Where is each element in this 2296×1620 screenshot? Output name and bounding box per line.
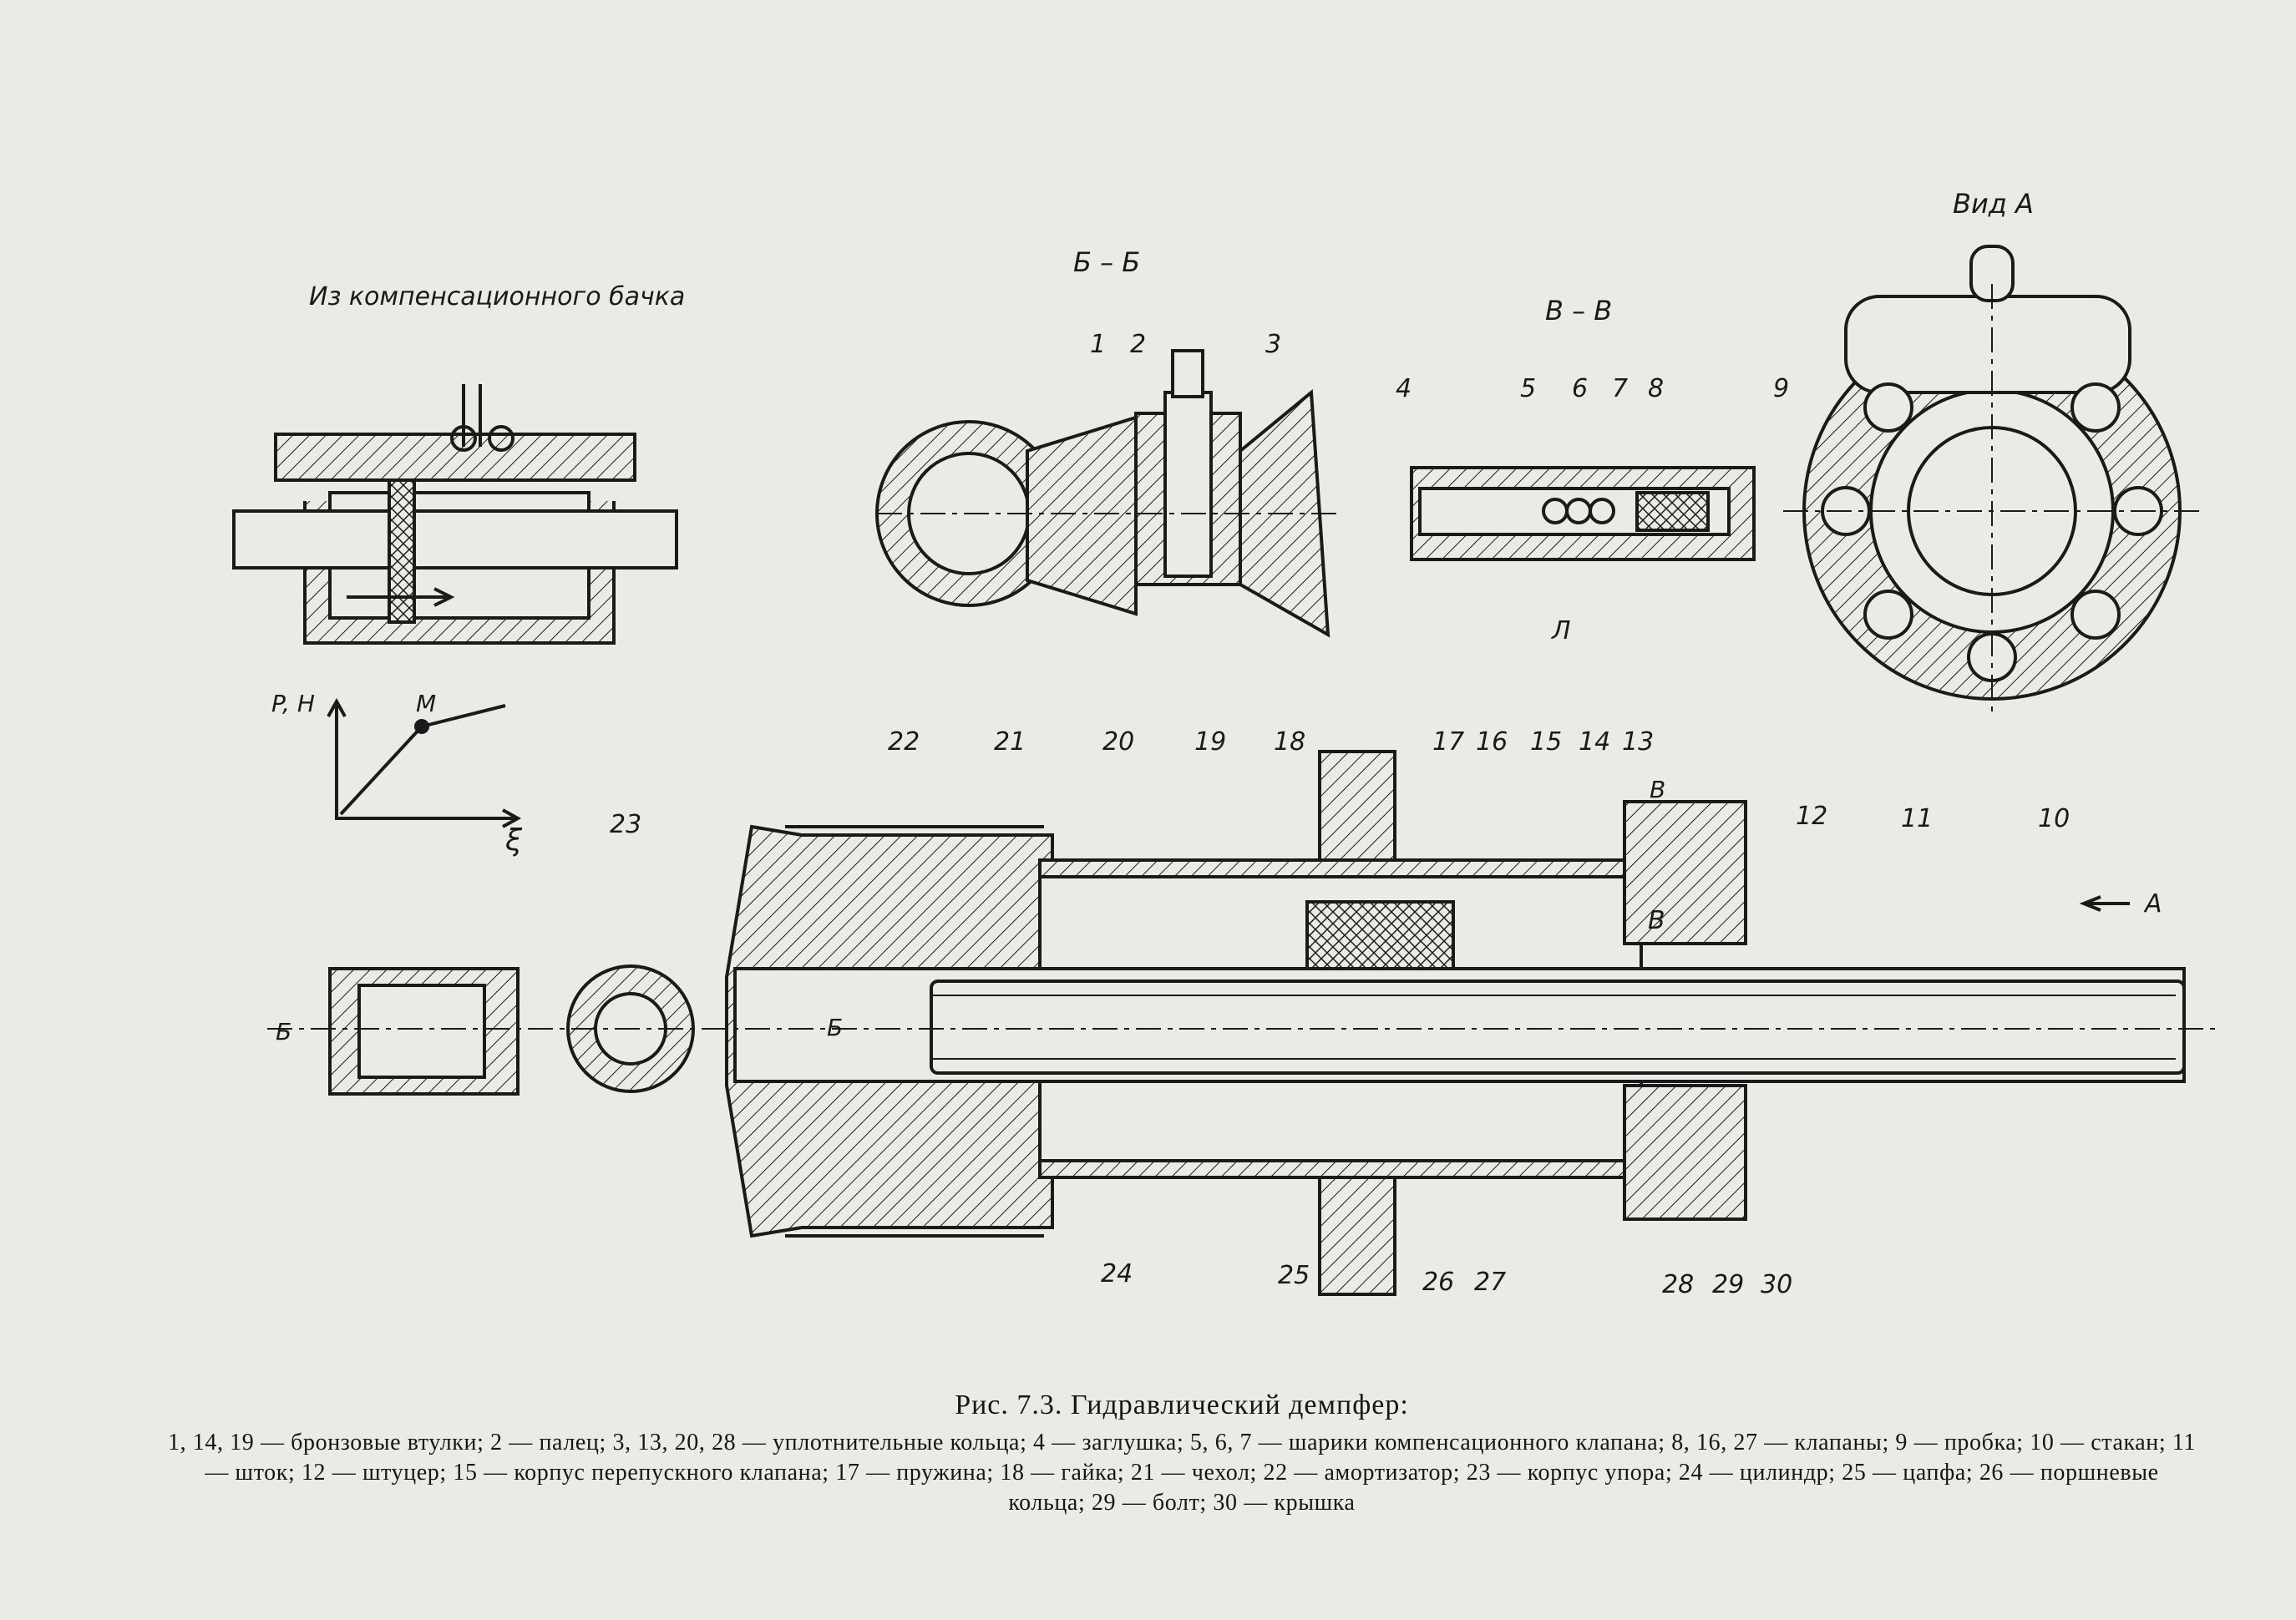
mark-v-top: В	[1650, 776, 1665, 803]
callout-9: 9	[1773, 374, 1789, 403]
main-section-drawing	[267, 750, 2222, 1296]
callout-25: 25	[1278, 1261, 1310, 1290]
callout-28: 28	[1662, 1270, 1694, 1299]
callout-11: 11	[1901, 804, 1933, 833]
callout-13: 13	[1622, 727, 1654, 757]
mark-v-body: В	[1648, 906, 1665, 935]
view-a-drawing	[1783, 245, 2205, 718]
callout-5: 5	[1520, 374, 1536, 403]
callout-22: 22	[888, 727, 920, 757]
callout-14: 14	[1579, 727, 1610, 757]
cut-b-label-shaft: Б	[827, 1014, 843, 1041]
section-vv-drawing	[1410, 466, 1756, 561]
section-bb-drawing	[875, 349, 1336, 638]
callout-16: 16	[1476, 727, 1508, 757]
graph-y-label: P, Н	[271, 690, 315, 717]
callout-29: 29	[1712, 1270, 1744, 1299]
callout-12: 12	[1796, 802, 1827, 831]
callout-2: 2	[1130, 330, 1146, 359]
section-bb-title: Б – Б	[1073, 246, 1140, 278]
figure-caption-title: Рис. 7.3. Гидравлический демпфер:	[955, 1390, 1409, 1420]
callout-30: 30	[1761, 1270, 1792, 1299]
callout-24: 24	[1101, 1259, 1133, 1288]
callout-18: 18	[1274, 727, 1305, 757]
arrow-a-label: А	[2143, 889, 2162, 919]
cut-b-label-left: Б	[276, 1018, 291, 1045]
callout-23: 23	[610, 810, 641, 839]
callout-8: 8	[1648, 374, 1664, 403]
callout-3: 3	[1265, 330, 1281, 359]
callout-20: 20	[1102, 727, 1134, 757]
compensation-schematic	[232, 384, 678, 645]
callout-6: 6	[1572, 374, 1588, 403]
view-a-title: Вид А	[1953, 188, 2034, 220]
callout-17: 17	[1432, 727, 1464, 757]
section-vv-title: В – В	[1545, 295, 1612, 327]
graph-point-label: M	[416, 690, 436, 717]
callouts: 1 2 3 4 5 6 7 8 9 10 11 12 13 14 15 16 1…	[610, 330, 2070, 1299]
graph-x-label: ξ	[504, 823, 523, 858]
mark-l: Л	[1551, 616, 1571, 645]
callout-15: 15	[1530, 727, 1562, 757]
callout-26: 26	[1422, 1268, 1454, 1297]
callout-21: 21	[994, 727, 1026, 757]
callout-7: 7	[1612, 374, 1628, 403]
compensation-note-label: Из компенсационного бачка	[309, 282, 685, 311]
figure-caption-legend: 1, 14, 19 — бронзовые втулки; 2 — палец;…	[167, 1430, 2197, 1516]
callout-19: 19	[1194, 727, 1226, 757]
callout-1: 1	[1090, 330, 1106, 359]
callout-27: 27	[1474, 1268, 1506, 1297]
callout-4: 4	[1396, 374, 1412, 403]
force-stroke-graph	[327, 697, 522, 828]
callout-10: 10	[2038, 804, 2070, 833]
